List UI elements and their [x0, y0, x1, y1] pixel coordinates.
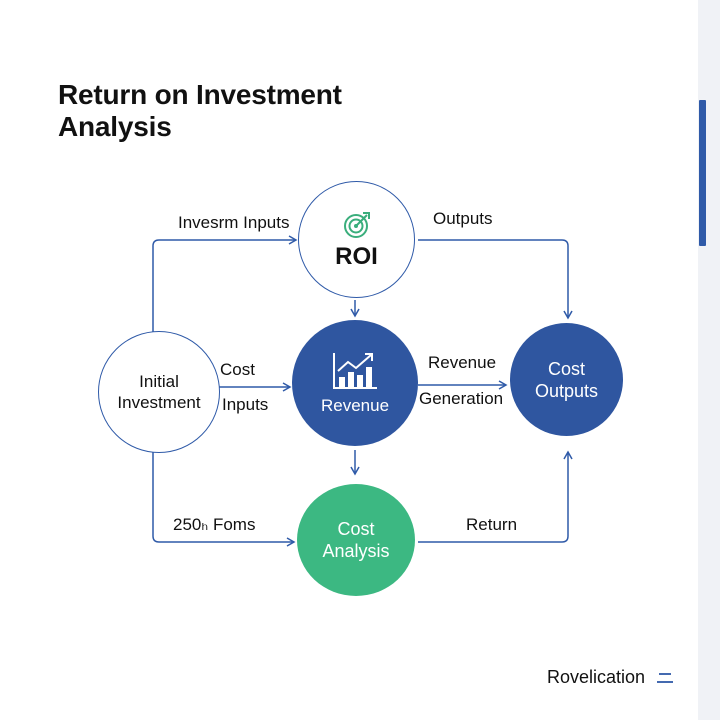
node-revenue: Revenue [292, 320, 418, 446]
edge-label-return: Return [466, 515, 518, 534]
bar-chart-growth-icon [333, 352, 377, 389]
node-roi: ROI [298, 181, 415, 298]
cost-analysis-label: Cost Analysis [322, 519, 390, 561]
edge-label-generation: Generation [419, 389, 504, 408]
edge-cost-analysis-to-cost-outputs [418, 450, 573, 543]
edge-label-revenue: Revenue [428, 353, 497, 372]
node-cost-outputs: Cost Outputs [510, 323, 623, 436]
scrollbar-thumb[interactable] [699, 100, 706, 246]
edge-label-inputs: Inputs [222, 395, 269, 414]
edge-label-cost: Cost [220, 360, 255, 379]
edge-initial-to-cost-analysis [152, 448, 296, 547]
edge-label-outputs: Outputs [433, 209, 493, 228]
edge-label-invest-inputs: Invesrm Inputs [178, 213, 290, 232]
initial-investment-label: Initial Investment [117, 372, 201, 412]
edge-label-forms: 250ₕ Foms [173, 515, 256, 534]
edge-initial-to-roi [152, 235, 298, 332]
target-icon [343, 211, 370, 238]
page-title: Return on Investment Analysis [58, 79, 342, 142]
node-cost-analysis: Cost Analysis [297, 484, 415, 596]
edge-roi-to-cost-outputs [418, 239, 573, 320]
roi-label: ROI [335, 242, 378, 270]
menu-lines-icon[interactable] [656, 670, 674, 686]
revenue-label: Revenue [320, 395, 390, 415]
cost-outputs-label: Cost Outputs [534, 358, 599, 401]
footer-brand: Rovelication [547, 667, 646, 687]
node-initial-investment: Initial Investment [98, 331, 220, 453]
